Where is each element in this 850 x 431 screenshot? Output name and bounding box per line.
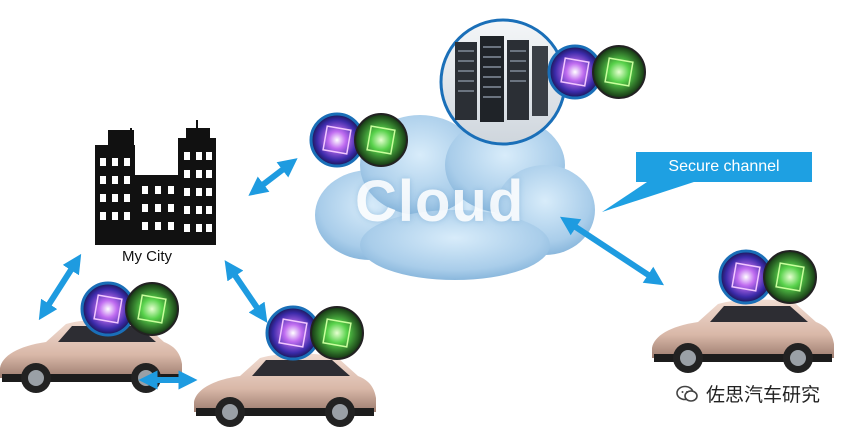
- city-building-icon: [95, 120, 216, 245]
- arrow-cloud-car-right: [559, 216, 665, 286]
- car-middle-chip-pair: [265, 305, 365, 361]
- watermark: 佐思汽车研究: [676, 380, 820, 407]
- watermark-text: 佐思汽车研究: [706, 384, 821, 406]
- connection-arrows: [38, 158, 665, 390]
- server-room-icon: [439, 18, 567, 146]
- wechat-icon: [676, 385, 698, 402]
- arrow-city-car-left: [38, 253, 82, 321]
- server-chip-pair: [547, 44, 647, 100]
- city-label: My City: [122, 248, 172, 265]
- cloud-chip-pair: [309, 112, 409, 168]
- arrow-city-cloud: [248, 158, 298, 196]
- cloud-shape: [315, 115, 595, 280]
- car-right: [652, 299, 834, 373]
- cloud-label: Cloud: [355, 169, 525, 234]
- callout-pointer: [602, 180, 700, 212]
- arrow-city-car-middle: [224, 260, 268, 323]
- car-right-chip-pair: [718, 249, 818, 305]
- secure-channel-callout: Secure channel: [636, 152, 812, 182]
- car-middle: [194, 353, 376, 427]
